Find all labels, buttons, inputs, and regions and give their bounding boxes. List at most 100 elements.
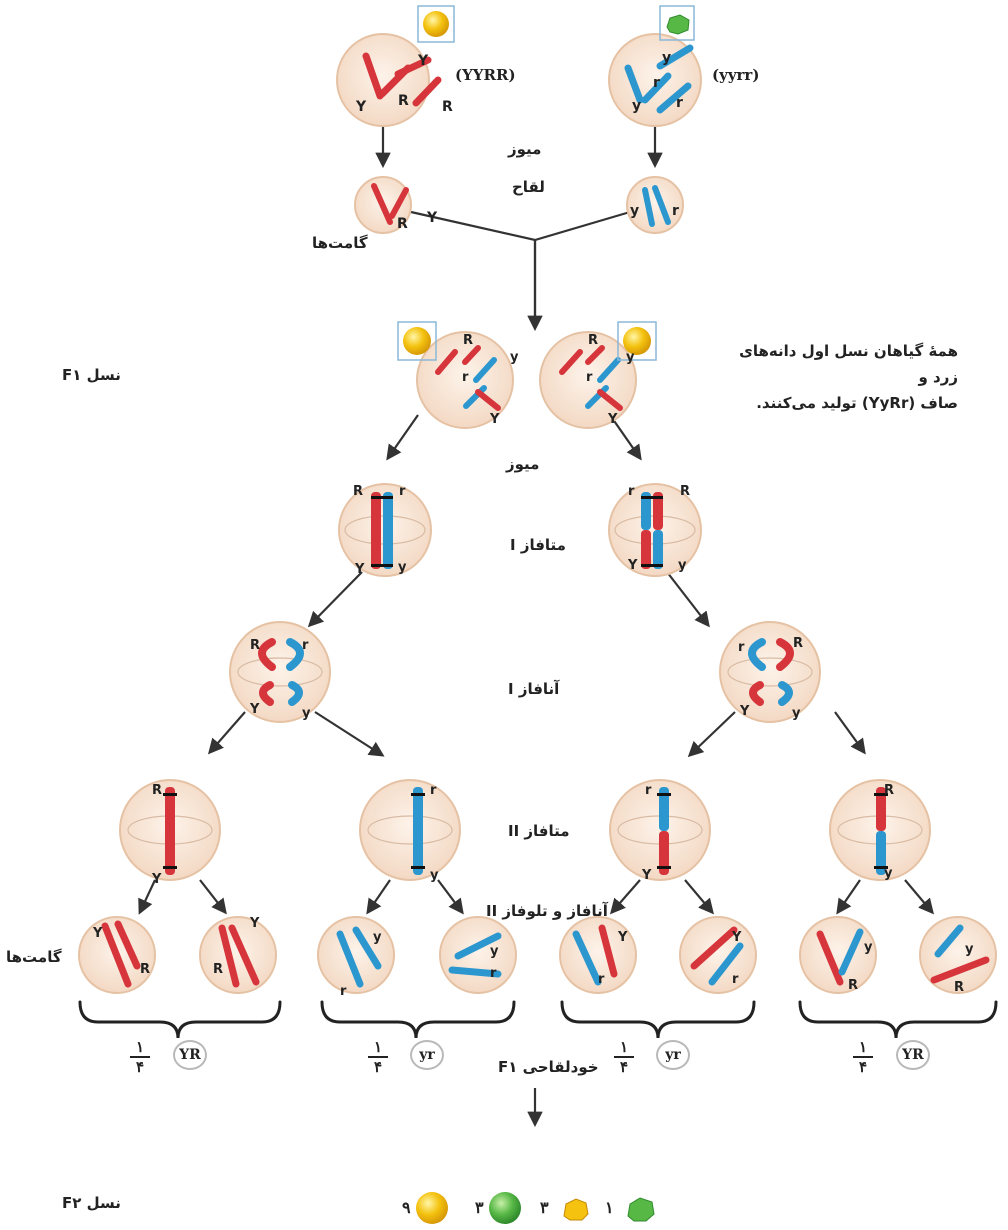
allele-label: R	[884, 783, 895, 798]
allele-label: y	[626, 350, 635, 365]
anaphase-1-cell-left	[229, 621, 331, 723]
stage-label-meiosis: میوز	[508, 140, 542, 158]
gametes-label-top: گامت‌ها	[312, 234, 368, 252]
f1-cell-left	[416, 331, 514, 429]
allele-label: Y	[152, 872, 162, 887]
f2-ratio-yellow-wrinkled: ۳	[540, 1198, 549, 1217]
arrow-m2-3b	[609, 879, 641, 915]
arrow-ana1-ll	[207, 711, 246, 755]
f2-ratio-green-wrinkled: ۱	[605, 1198, 614, 1217]
fraction-numerator: ۱	[130, 1038, 150, 1058]
final-gamete-3	[317, 916, 395, 994]
arrow-f1-right	[609, 414, 642, 461]
allele-label: r	[340, 984, 347, 999]
stage-label-anaphase-1: آنافاز I	[508, 680, 560, 698]
allele-label: r	[738, 640, 745, 655]
allele-label: Y	[355, 562, 365, 577]
stage-label-fertilization: لقاح	[512, 178, 545, 196]
final-gamete-4	[439, 916, 517, 994]
allele-label: R	[954, 980, 965, 995]
arrow-ana1-rr	[834, 711, 866, 755]
allele-label: Y	[628, 558, 638, 573]
fraction-group-1: ۱ ۴	[130, 1038, 150, 1076]
stage-label-metaphase-1: متافاز I	[510, 536, 566, 554]
metaphase-1-cell-left	[338, 483, 432, 577]
arrow-meta1-left	[307, 571, 363, 628]
fraction-group-3: ۱ ۴	[614, 1038, 634, 1076]
allele-label: r	[430, 783, 437, 798]
allele-label: Y	[740, 704, 750, 719]
stage-label-anaphase-telophase-2: آنافاز و تلوفاز II	[486, 902, 608, 920]
fraction-group-2: ۱ ۴	[368, 1038, 388, 1076]
allele-label: y	[373, 930, 382, 945]
arrow-m2-1a	[138, 879, 156, 915]
gametes-label-final: گامت‌ها	[6, 948, 62, 966]
green-round-pea-icon	[489, 1192, 521, 1224]
allele-label: R	[250, 638, 261, 653]
allele-label: R	[140, 962, 151, 977]
allele-label: Y	[250, 702, 260, 717]
fraction-numerator: ۱	[853, 1038, 873, 1058]
allele-label: r	[672, 203, 679, 219]
arrow-ana1-rl	[687, 711, 736, 758]
parent-genotype-dominant: (YYRR)	[455, 66, 516, 84]
metaphase-2-cell-3	[609, 779, 711, 881]
allele-label: Y	[642, 868, 652, 883]
allele-label: r	[628, 484, 635, 499]
allele-label: r	[490, 966, 497, 981]
genotype-bubble-2: yr	[410, 1040, 444, 1070]
allele-label: R	[397, 216, 408, 232]
fraction-numerator: ۱	[614, 1038, 634, 1058]
arrow-meta1-right	[666, 571, 710, 628]
allele-label: y	[510, 350, 519, 365]
stage-label-meiosis-f1: میوز	[506, 455, 540, 473]
genotype-bubble-4: YR	[896, 1040, 930, 1070]
allele-label: y	[792, 706, 801, 721]
allele-label: y	[884, 866, 893, 881]
metaphase-2-cell-2	[359, 779, 461, 881]
genotype-bubble-1: YR	[173, 1040, 207, 1070]
allele-label: r	[645, 783, 652, 798]
allele-label: y	[864, 940, 873, 955]
allele-label: R	[793, 636, 804, 651]
allele-label: r	[302, 638, 309, 653]
allele-label: Y	[490, 412, 500, 427]
allele-label: R	[213, 962, 224, 977]
fraction-group-4: ۱ ۴	[853, 1038, 873, 1076]
f1-yellow-pea-icon-right	[617, 321, 657, 361]
green-wrinkled-pea-icon	[627, 1197, 655, 1222]
yellow-round-pea-icon	[416, 1192, 448, 1224]
allele-label: r	[732, 972, 739, 987]
f1-note-line1: همهٔ گیاهان نسل اول دانه‌های زرد و	[739, 342, 958, 386]
gamete-cell-ry	[354, 176, 412, 234]
allele-label: R	[398, 93, 409, 109]
final-gamete-1	[78, 916, 156, 994]
final-gamete-5	[559, 916, 637, 994]
allele-label: Y	[732, 930, 742, 945]
f1-note-line2: صاف (YyRr) تولید می‌کنند.	[756, 394, 958, 412]
parent-cell-yyrr-dominant	[336, 33, 442, 127]
f1-yellow-pea-icon-left	[397, 321, 437, 361]
f1-generation-label: نسل F۱	[62, 366, 121, 384]
allele-label: y	[398, 560, 407, 575]
allele-label: y	[662, 50, 672, 66]
allele-label: Y	[427, 210, 438, 226]
allele-label: y	[490, 944, 499, 959]
allele-label: R	[442, 99, 453, 115]
self-fertilization-label: خودلقاحی F۱	[498, 1058, 599, 1076]
arrow-m2-3a	[437, 879, 464, 915]
allele-label: r	[462, 370, 469, 385]
parent-genotype-recessive: (yyrr)	[712, 66, 760, 84]
fraction-denominator: ۴	[858, 1058, 868, 1076]
yellow-wrinkled-pea-icon	[563, 1198, 589, 1221]
anaphase-1-cell-right	[719, 621, 821, 723]
f2-ratio-green-round: ۳	[475, 1198, 484, 1217]
allele-label: r	[598, 972, 605, 987]
genotype-bubble-3: yr	[656, 1040, 690, 1070]
arrow-m2-4b	[836, 879, 861, 915]
fertilization-lines	[410, 210, 631, 325]
allele-label: R	[463, 333, 474, 348]
parent-yellow-pea-icon	[417, 5, 455, 43]
allele-label: Y	[608, 412, 618, 427]
